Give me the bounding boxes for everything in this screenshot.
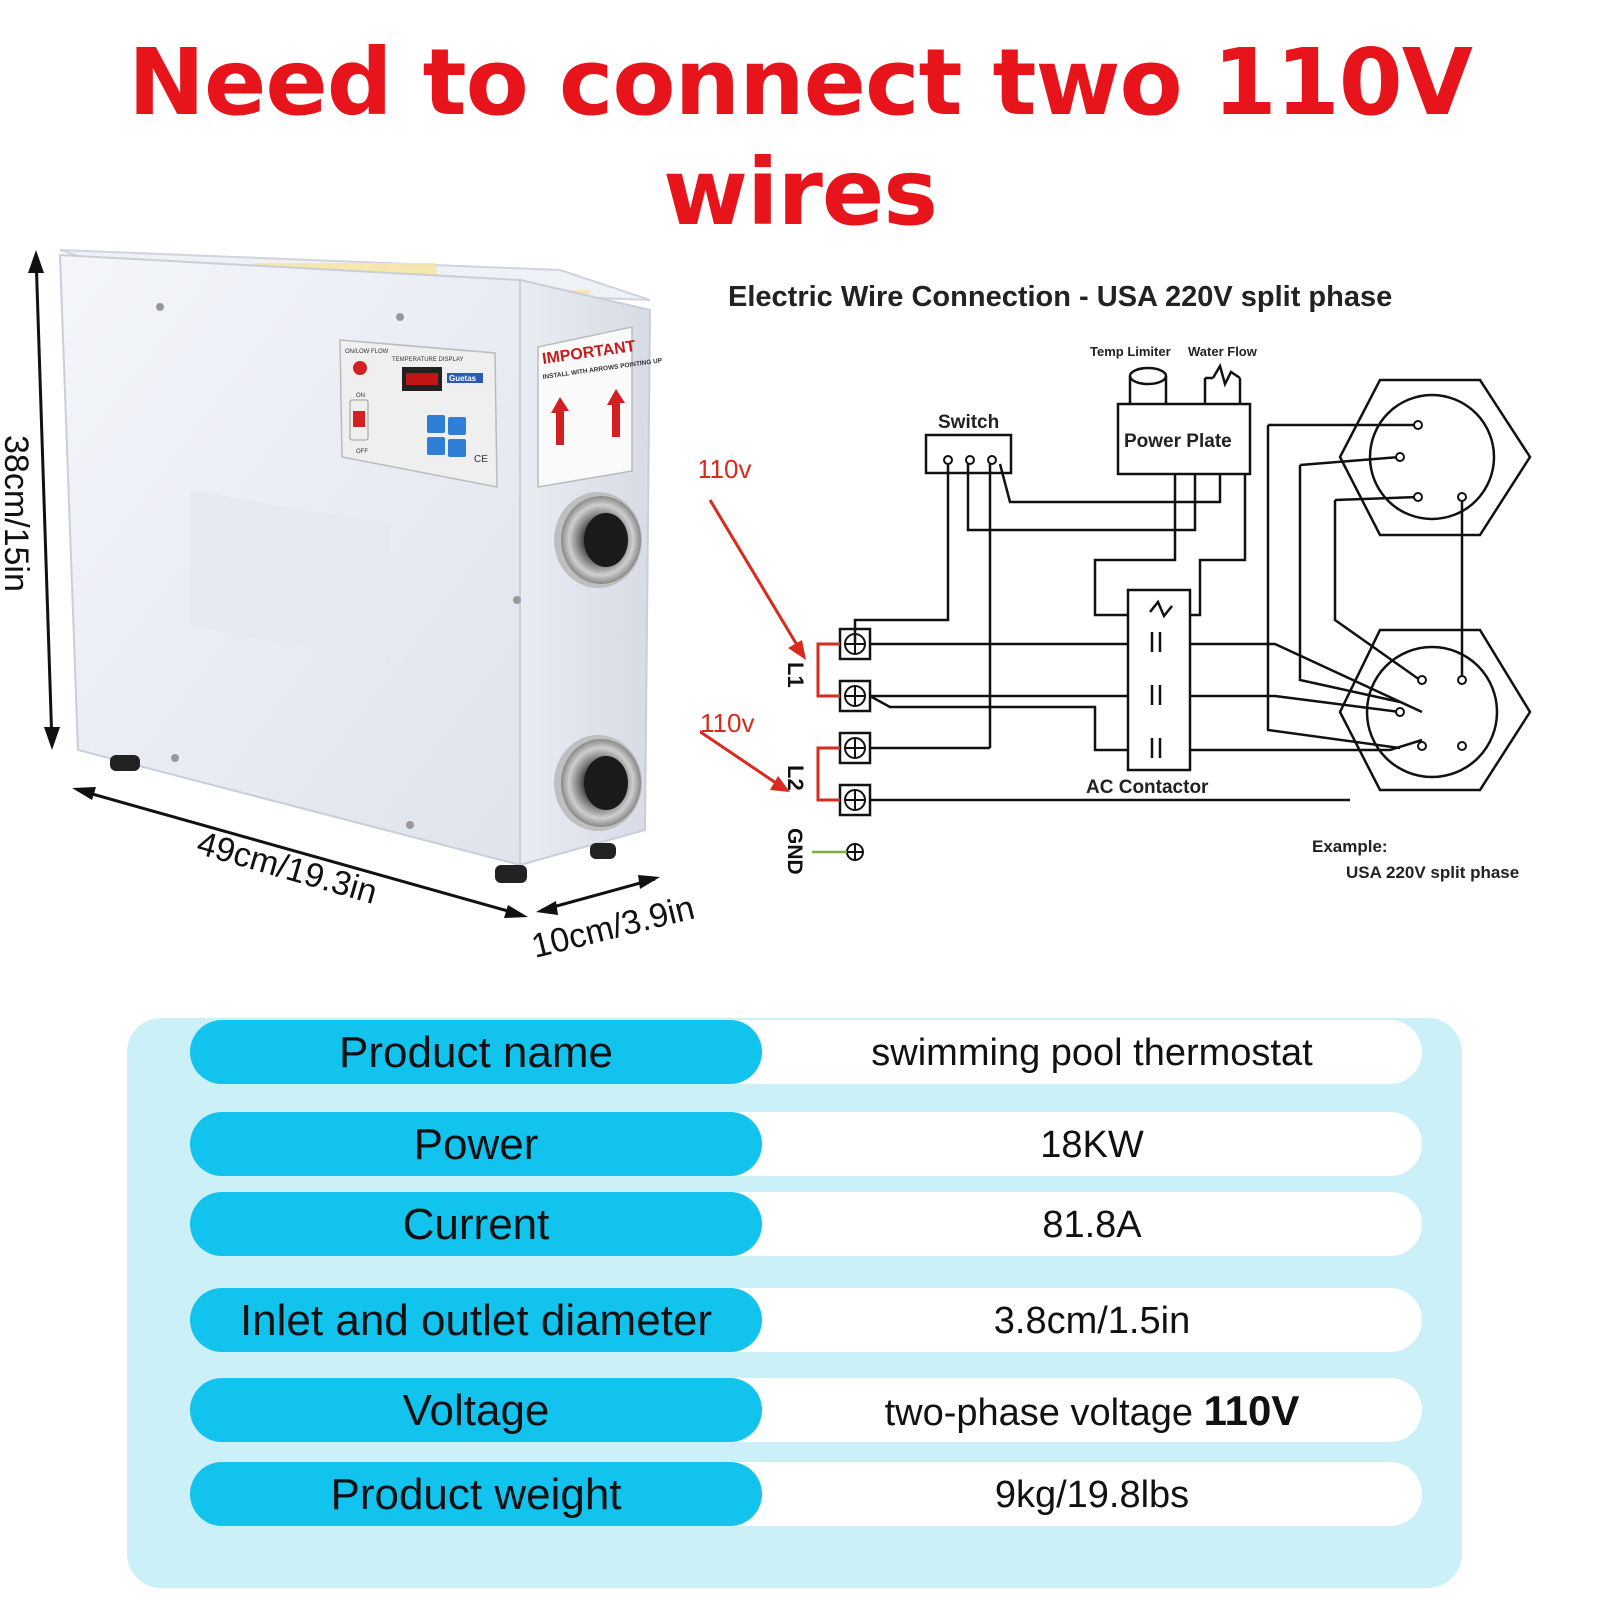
spec-value: two-phase voltage 110V	[710, 1378, 1422, 1442]
diagram-title: Electric Wire Connection - USA 220V spli…	[728, 281, 1392, 313]
spec-row-weight: Product weight 9kg/19.8lbs	[190, 1462, 1422, 1526]
brand-label: Guetas	[449, 374, 477, 383]
switch-label: Switch	[938, 412, 999, 433]
spec-value: 81.8A	[710, 1192, 1422, 1256]
spec-row-current: Current 81.8A	[190, 1192, 1422, 1256]
spec-label: Product name	[190, 1020, 762, 1084]
water-flow-label: Water Flow	[1188, 344, 1258, 359]
l1-label: L1	[783, 662, 808, 688]
spec-row-power: Power 18KW	[190, 1112, 1422, 1176]
product-image: CE ON/LOW FLOW TEMPERATURE DISPLAY ON OF…	[0, 249, 699, 966]
spec-label: Inlet and outlet diameter	[190, 1288, 762, 1352]
gnd-label: GND	[783, 828, 806, 875]
example-title: Example:	[1312, 837, 1388, 856]
panel-label-off: OFF	[356, 449, 368, 455]
l1-voltage: 110v	[700, 454, 751, 484]
temp-limiter-label: Temp Limiter	[1090, 344, 1171, 359]
wiring-diagram: Electric Wire Connection - USA 220V spli…	[700, 281, 1532, 882]
l2-voltage: 110v	[700, 708, 754, 738]
panel-label-on: ON	[356, 393, 365, 399]
spec-label: Current	[190, 1192, 762, 1256]
ce-mark: CE	[474, 454, 488, 465]
spec-value: 9kg/19.8lbs	[710, 1462, 1422, 1526]
spec-label: Power	[190, 1112, 762, 1176]
height-label: 38cm/15in	[0, 435, 35, 592]
depth-label: 10cm/3.9in	[528, 889, 699, 966]
width-label: 49cm/19.3in	[193, 824, 382, 912]
spec-row-voltage: Voltage two-phase voltage 110V	[190, 1378, 1422, 1442]
l2-label: L2	[783, 765, 808, 791]
spec-label: Product weight	[190, 1462, 762, 1526]
spec-value: 3.8cm/1.5in	[710, 1288, 1422, 1352]
spec-value-text: two-phase voltage	[884, 1392, 1204, 1434]
ac-contactor-label: AC Contactor	[1086, 777, 1209, 798]
headline: Need to connect two 110V wires	[127, 29, 1473, 246]
power-plate-label: Power Plate	[1124, 431, 1232, 452]
spec-row-product-name: Product name swimming pool thermostat	[190, 1020, 1422, 1084]
example-text: USA 220V split phase	[1346, 863, 1519, 882]
spec-value: swimming pool thermostat	[710, 1020, 1422, 1084]
spec-value-bold: 110V	[1203, 1387, 1300, 1434]
spec-value: 18KW	[710, 1112, 1422, 1176]
specs-panel: Product name swimming pool thermostat Po…	[127, 1018, 1462, 1588]
spec-label: Voltage	[190, 1378, 762, 1442]
panel-label-flow: ON/LOW FLOW	[345, 349, 389, 355]
panel-label-temp: TEMPERATURE DISPLAY	[392, 357, 463, 363]
spec-row-diameter: Inlet and outlet diameter 3.8cm/1.5in	[190, 1288, 1422, 1352]
